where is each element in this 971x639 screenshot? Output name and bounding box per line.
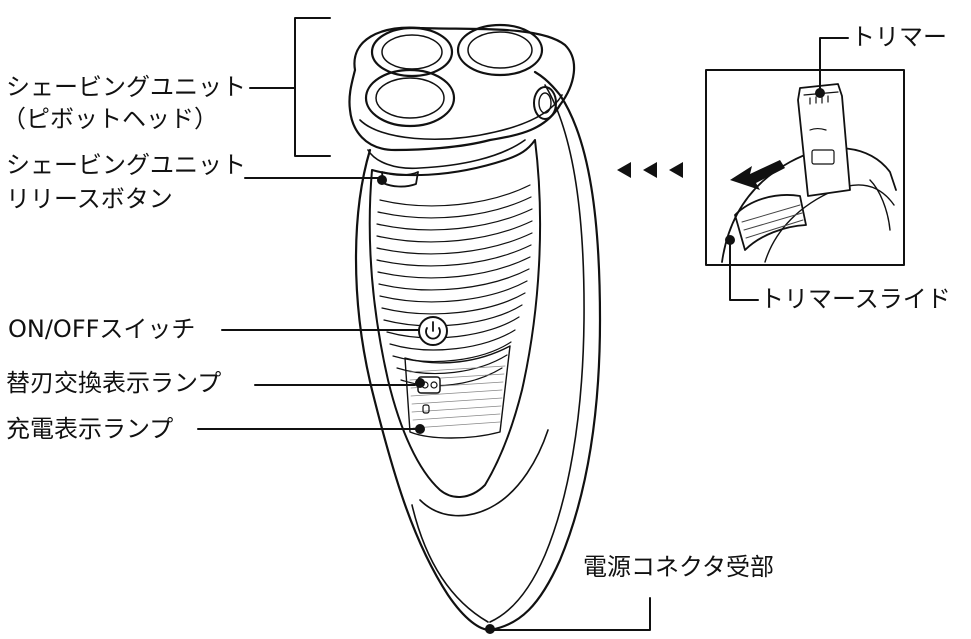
leader-lines	[197, 17, 651, 631]
label-shaving-unit: シェービングユニット	[6, 73, 246, 101]
trimmer-body	[721, 147, 897, 263]
trimmer-blade	[797, 83, 851, 197]
inset-frame	[705, 69, 905, 266]
bracket-shaving-unit	[294, 17, 331, 157]
label-trimmer-slide: トリマースライド	[760, 285, 951, 313]
label-release-button-2: リリースボタン	[6, 185, 173, 213]
shaver-outline	[354, 70, 602, 632]
grip-ribs	[376, 184, 533, 387]
cutter-top-left	[370, 26, 454, 78]
lamp-panel-hatching	[409, 365, 506, 429]
label-blade-replace-lamp: 替刃交換表示ランプ	[6, 369, 222, 397]
label-trimmer: トリマー	[851, 23, 947, 51]
power-icon	[425, 321, 441, 340]
power-switch-button	[418, 316, 448, 346]
trimmer-leader-dots	[725, 88, 825, 245]
direction-arrows-icon	[617, 162, 683, 178]
shaver-front-face	[368, 139, 542, 498]
cutter-top-right	[456, 23, 544, 77]
shaver-back-edge	[489, 84, 585, 623]
label-release-button-1: シェービングユニット	[6, 151, 246, 179]
lamp-panel	[404, 345, 511, 439]
shaver-handle-curve	[411, 504, 489, 623]
trimmer-slide	[734, 194, 807, 251]
release-button	[381, 171, 419, 188]
shaver-lower-panel	[419, 429, 549, 517]
pivot-knob	[533, 86, 557, 120]
shaver-body	[354, 70, 602, 632]
trimmer-leader-lines	[729, 37, 849, 301]
trimmer-slide-arrow-icon	[730, 160, 785, 190]
head-neck	[367, 139, 526, 170]
head-rim	[359, 94, 563, 140]
label-power-switch: ON/OFFスイッチ	[8, 315, 196, 343]
shaving-head	[348, 23, 576, 170]
label-power-connector: 電源コネクタ受部	[583, 553, 775, 581]
label-pivot-head: （ピボットヘッド）	[2, 105, 218, 133]
cutter-bottom	[364, 68, 456, 128]
charge-lamp-icon	[422, 404, 430, 414]
label-charge-lamp: 充電表示ランプ	[6, 415, 174, 443]
trimmer-body-inner	[764, 184, 895, 263]
leader-dots	[377, 175, 495, 634]
trimmer-inset	[705, 69, 905, 266]
